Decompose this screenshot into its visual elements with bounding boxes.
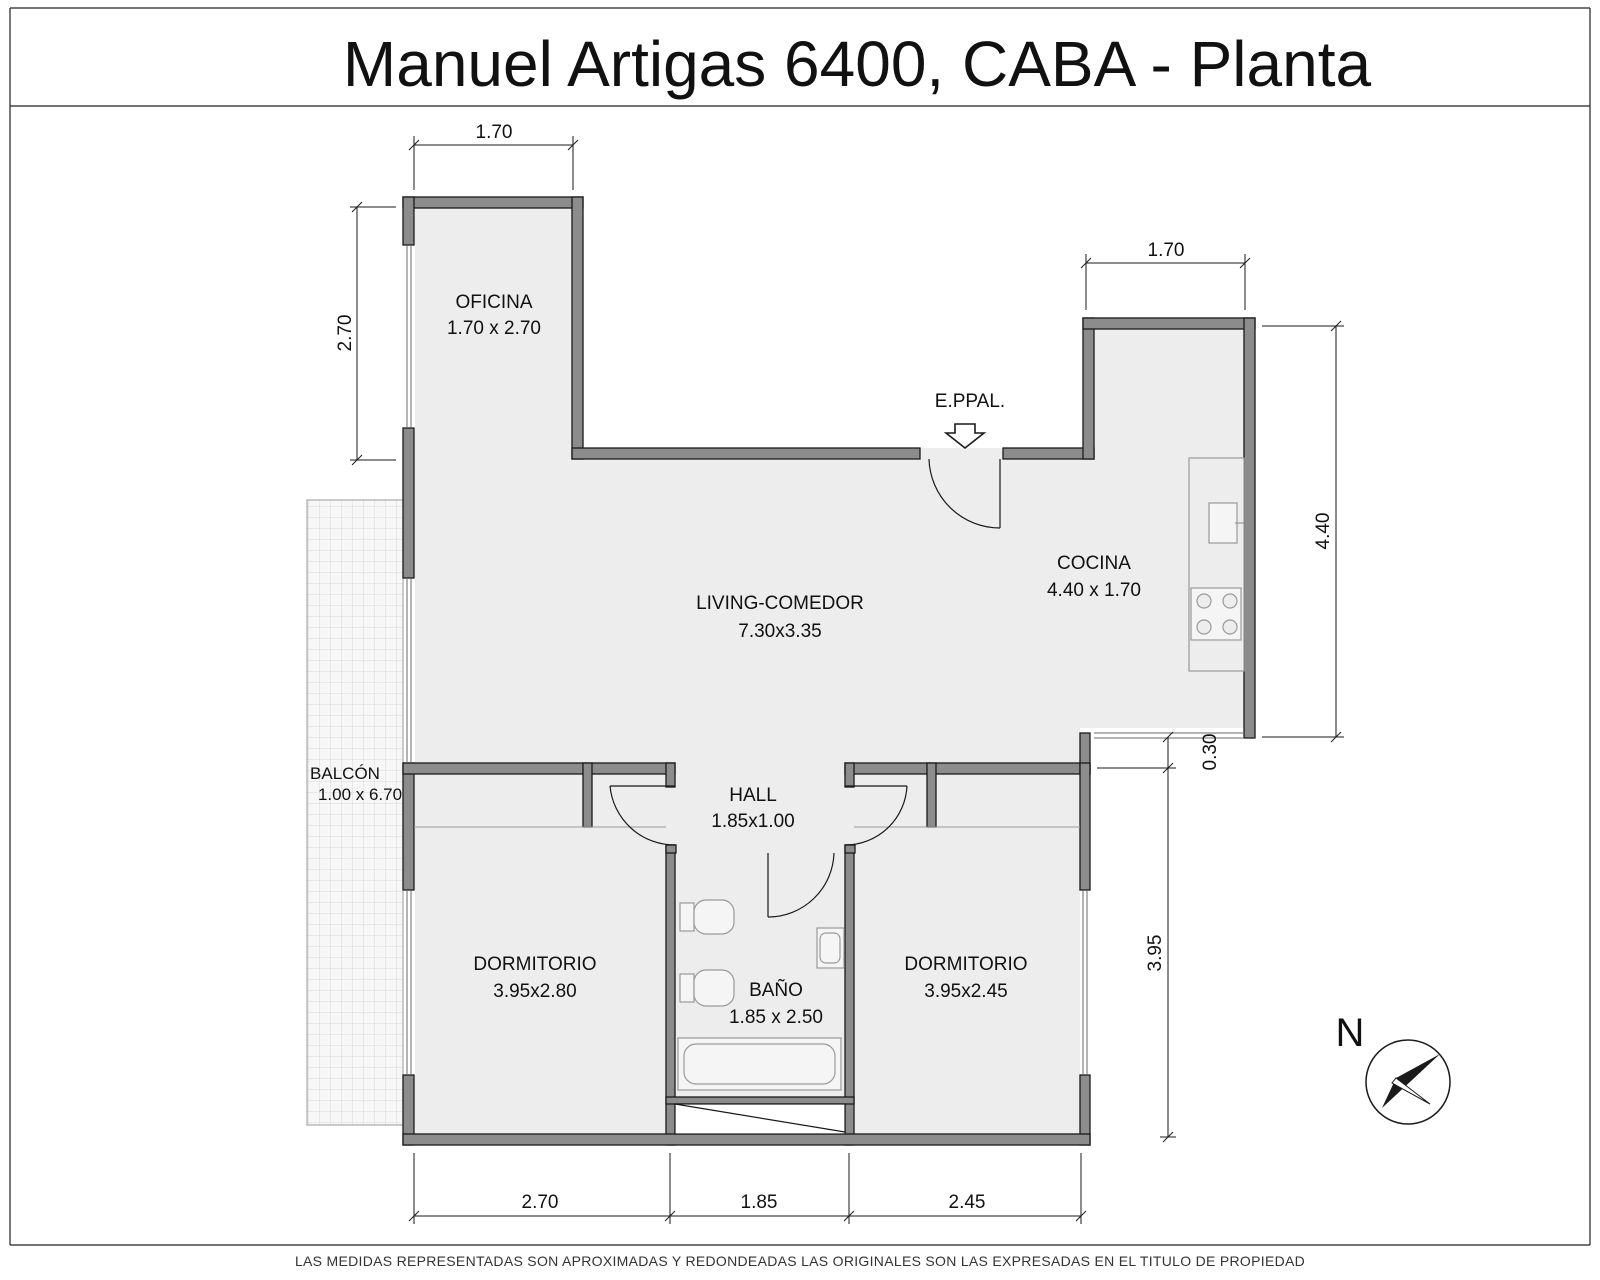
wall-west-low bbox=[402, 762, 415, 891]
dim-oficina-height: 2.70 bbox=[335, 315, 356, 352]
hall-name: HALL bbox=[729, 785, 777, 806]
wall-oficina-right bbox=[571, 196, 584, 460]
washbasin-icon bbox=[816, 927, 845, 969]
balcony-tiles bbox=[306, 499, 404, 1126]
oficina-size: 1.70 x 2.70 bbox=[447, 318, 541, 339]
wall-oficina-left bbox=[402, 196, 415, 246]
dim-bottom-right: 2.45 bbox=[949, 1192, 986, 1213]
dormitorio-right-name: DORMITORIO bbox=[904, 954, 1027, 975]
wall-closet-right bbox=[926, 762, 937, 828]
windows bbox=[406, 245, 1244, 1075]
wall-hall-right-return bbox=[844, 762, 855, 788]
floor-dormitorio-left bbox=[415, 770, 670, 1140]
bano-size: 1.85 x 2.50 bbox=[729, 1007, 823, 1028]
cocina-size: 4.40 x 1.70 bbox=[1047, 580, 1141, 601]
dimension-lines bbox=[350, 136, 1344, 1224]
north-arrow-icon bbox=[1365, 1039, 1451, 1125]
balcon-name: BALCÓN bbox=[310, 764, 380, 783]
wall-west-mid bbox=[402, 427, 415, 579]
floor-dormitorio-right bbox=[850, 770, 1080, 1140]
balcon-size: 1.00 x 6.70 bbox=[318, 785, 402, 804]
floor-areas bbox=[306, 205, 1245, 1142]
doors bbox=[609, 458, 1001, 918]
wall-living-north-left bbox=[571, 447, 921, 460]
dim-bottom-left: 2.70 bbox=[522, 1192, 559, 1213]
bano-name: BAÑO bbox=[749, 979, 803, 1001]
wall-cocina-right bbox=[1243, 317, 1256, 739]
dormitorio-left-name: DORMITORIO bbox=[473, 954, 596, 975]
bathroom-fixtures bbox=[674, 899, 846, 1135]
hall-size: 1.85x1.00 bbox=[711, 811, 794, 832]
dimension-labels: 1.70 2.70 1.70 4.40 0.30 3.95 2.70 1.85 … bbox=[335, 122, 1334, 1213]
dim-oficina-width: 1.70 bbox=[476, 122, 513, 143]
disclaimer: LAS MEDIDAS REPRESENTADAS SON APROXIMADA… bbox=[295, 1253, 1305, 1269]
walls bbox=[402, 196, 1256, 1146]
living-name: LIVING-COMEDOR bbox=[696, 593, 864, 614]
bathtub-icon bbox=[677, 1037, 842, 1091]
hall-left-door-swing bbox=[609, 785, 676, 846]
dim-bottom-mid: 1.85 bbox=[741, 1192, 778, 1213]
dormitorio-right-size: 3.95x2.45 bbox=[924, 981, 1007, 1002]
wall-south bbox=[402, 1133, 1091, 1146]
entrance-door-swing bbox=[928, 458, 1001, 529]
wall-bano-bottom bbox=[665, 1096, 855, 1105]
dim-bedroom-height: 3.95 bbox=[1145, 935, 1166, 972]
stove-icon bbox=[1190, 587, 1242, 641]
closet-icon bbox=[674, 1103, 846, 1135]
dim-gap: 0.30 bbox=[1200, 734, 1221, 771]
entrance-arrow-icon bbox=[943, 423, 987, 450]
wall-cocina-left bbox=[1082, 317, 1095, 460]
wall-hall-left-return bbox=[665, 762, 676, 788]
wall-bano-top-right bbox=[844, 844, 856, 854]
living-size: 7.30x3.35 bbox=[738, 621, 821, 642]
dim-cocina-width: 1.70 bbox=[1148, 240, 1185, 261]
sink-icon bbox=[1208, 502, 1244, 544]
room-labels: OFICINA 1.70 x 2.70 LIVING-COMEDOR 7.30x… bbox=[310, 292, 1141, 1028]
dim-cocina-height: 4.40 bbox=[1313, 513, 1334, 550]
wall-hall-top-right bbox=[844, 762, 1091, 775]
wall-hall-top-left bbox=[402, 762, 676, 775]
wall-bano-top-left bbox=[665, 844, 677, 854]
oficina-name: OFICINA bbox=[455, 292, 532, 313]
plan-title: Manuel Artigas 6400, CABA - Planta bbox=[343, 28, 1372, 100]
hall-right-door-swing bbox=[844, 785, 908, 846]
wall-living-north-right bbox=[1002, 447, 1095, 460]
dormitorio-left-size: 3.95x2.80 bbox=[493, 981, 576, 1002]
wall-cocina-top bbox=[1082, 317, 1256, 330]
wall-closet-left bbox=[582, 762, 593, 828]
floor-main bbox=[415, 205, 1245, 728]
wall-oficina-top bbox=[402, 196, 584, 209]
drawing-frame bbox=[9, 7, 1591, 1246]
bano-door-swing bbox=[767, 852, 835, 918]
kitchen-fixtures bbox=[1188, 457, 1245, 672]
north-label: N bbox=[1336, 1011, 1365, 1055]
entrance-label: E.PPAL. bbox=[935, 391, 1005, 412]
bidet-icon bbox=[679, 969, 735, 1007]
cocina-name: COCINA bbox=[1057, 553, 1131, 574]
wall-east-low bbox=[1079, 762, 1091, 891]
toilet-icon bbox=[679, 899, 735, 935]
